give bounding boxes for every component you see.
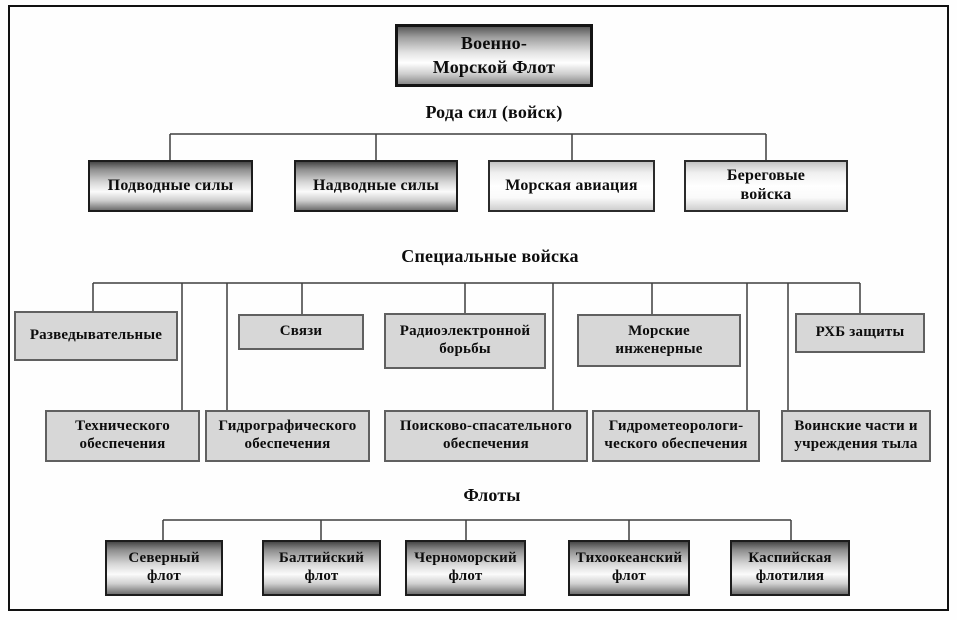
outer-frame <box>8 5 949 611</box>
node-technical-support: Технического обеспечения <box>45 410 200 462</box>
node-hydrographic-support-label: Гидрографического обеспечения <box>218 418 357 452</box>
heading-special-troops: Специальные войска <box>401 246 579 266</box>
node-hydrometeorological-support-label: Гидрометеорологи- ческого обеспечения <box>604 418 748 452</box>
node-coastal-troops: Береговые войска <box>684 160 848 212</box>
node-naval-aviation: Морская авиация <box>488 160 655 212</box>
node-reconnaissance-label: Разведывательные <box>29 327 163 344</box>
node-surface-forces: Надводные силы <box>294 160 458 212</box>
node-northern-fleet: Северный флот <box>105 540 223 596</box>
node-rear-units-label: Воинские части и учреждения тыла <box>794 418 918 452</box>
node-submarine-forces-label: Подводные силы <box>107 176 234 194</box>
node-caspian-flotilla: Каспийская флотилия <box>730 540 850 596</box>
node-hydrometeorological-support: Гидрометеорологи- ческого обеспечения <box>592 410 760 462</box>
node-coastal-troops-label: Береговые войска <box>726 167 806 203</box>
node-nbc-protection-label: РХБ защиты <box>815 324 905 341</box>
node-caspian-flotilla-label: Каспийская флотилия <box>748 550 832 584</box>
node-navy-hq-label: Военно- Морской Флот <box>432 33 556 77</box>
node-search-rescue-support-label: Поисково-спасательного обеспечения <box>399 418 573 452</box>
node-naval-aviation-label: Морская авиация <box>505 176 638 194</box>
node-naval-engineering: Морские инженерные <box>577 314 741 367</box>
node-baltic-fleet-label: Балтийский флот <box>278 550 365 584</box>
node-electronic-warfare: Радиоэлектронной борьбы <box>384 313 546 369</box>
node-technical-support-label: Технического обеспечения <box>75 418 170 452</box>
node-pacific-fleet: Тихоокеанский флот <box>568 540 690 596</box>
node-rear-units: Воинские части и учреждения тыла <box>781 410 931 462</box>
node-search-rescue-support: Поисково-спасательного обеспечения <box>384 410 588 462</box>
node-communications-label: Связи <box>279 323 323 340</box>
node-submarine-forces: Подводные силы <box>88 160 253 212</box>
node-baltic-fleet: Балтийский флот <box>262 540 381 596</box>
node-pacific-fleet-label: Тихоокеанский флот <box>575 550 683 584</box>
node-northern-fleet-label: Северный флот <box>128 550 200 584</box>
heading-fleets: Флоты <box>463 485 521 505</box>
node-surface-forces-label: Надводные силы <box>312 176 440 194</box>
node-nbc-protection: РХБ защиты <box>795 313 925 353</box>
node-communications: Связи <box>238 314 364 350</box>
node-reconnaissance: Разведывательные <box>14 311 178 361</box>
node-black-sea-fleet-label: Черноморский флот <box>414 550 517 584</box>
node-naval-engineering-label: Морские инженерные <box>615 322 703 357</box>
node-navy-hq: Военно- Морской Флот <box>395 24 593 87</box>
node-black-sea-fleet: Черноморский флот <box>405 540 526 596</box>
heading-branches: Рода сил (войск) <box>425 102 563 122</box>
node-hydrographic-support: Гидрографического обеспечения <box>205 410 370 462</box>
node-electronic-warfare-label: Радиоэлектронной борьбы <box>399 323 531 357</box>
